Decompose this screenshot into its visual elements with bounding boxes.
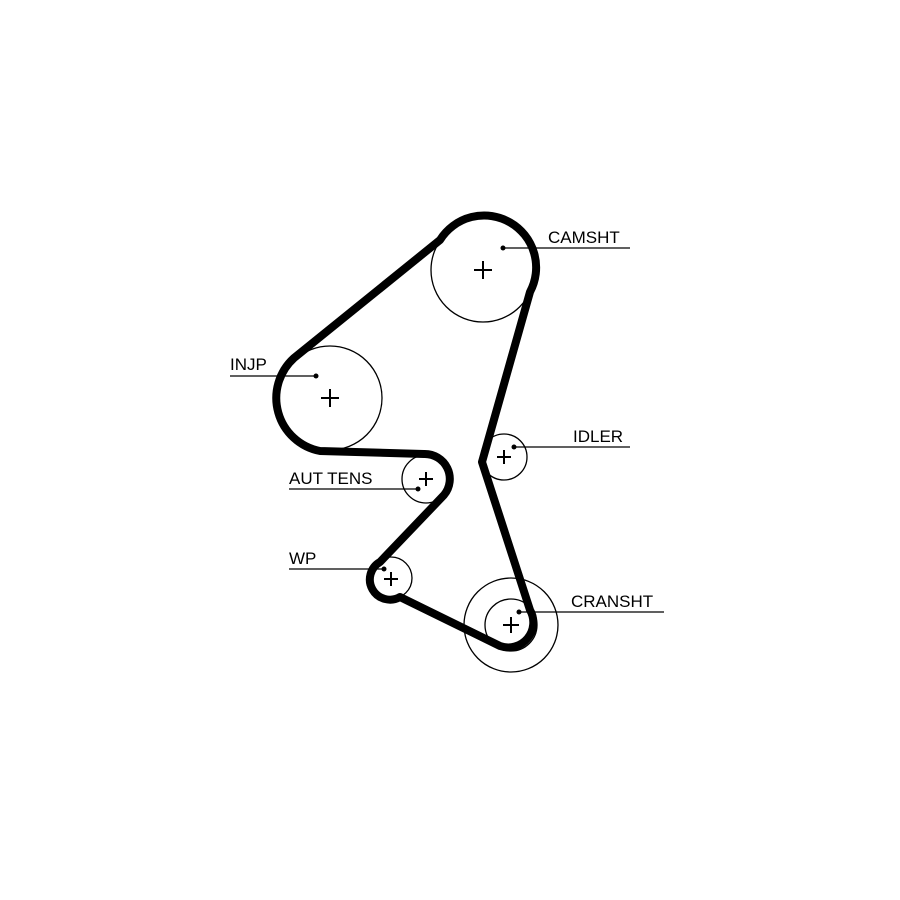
camshaft-leader-dot [500,245,506,251]
injection-pump-center-cross [321,389,339,407]
crankshaft-leader-dot [516,609,522,615]
auto-tensioner-center-cross [419,472,433,486]
camshaft-label: CAMSHT [548,228,620,247]
water-pump-label: WP [289,549,316,568]
idler-label: IDLER [573,427,623,446]
timing-belt [272,211,541,652]
injection-pump-leader-dot [313,373,319,379]
crankshaft-center-cross [503,617,519,633]
idler-leader-dot [511,444,517,450]
idler-center-cross [497,450,511,464]
injection-pump-label: INJP [230,355,267,374]
auto-tensioner-label: AUT TENS [289,469,372,488]
camshaft-center-cross [474,261,492,279]
water-pump-leader-dot [381,566,387,572]
auto-tensioner-leader-dot [415,486,421,492]
water-pump-center-cross [384,572,398,586]
crankshaft-label: CRANSHT [571,592,653,611]
